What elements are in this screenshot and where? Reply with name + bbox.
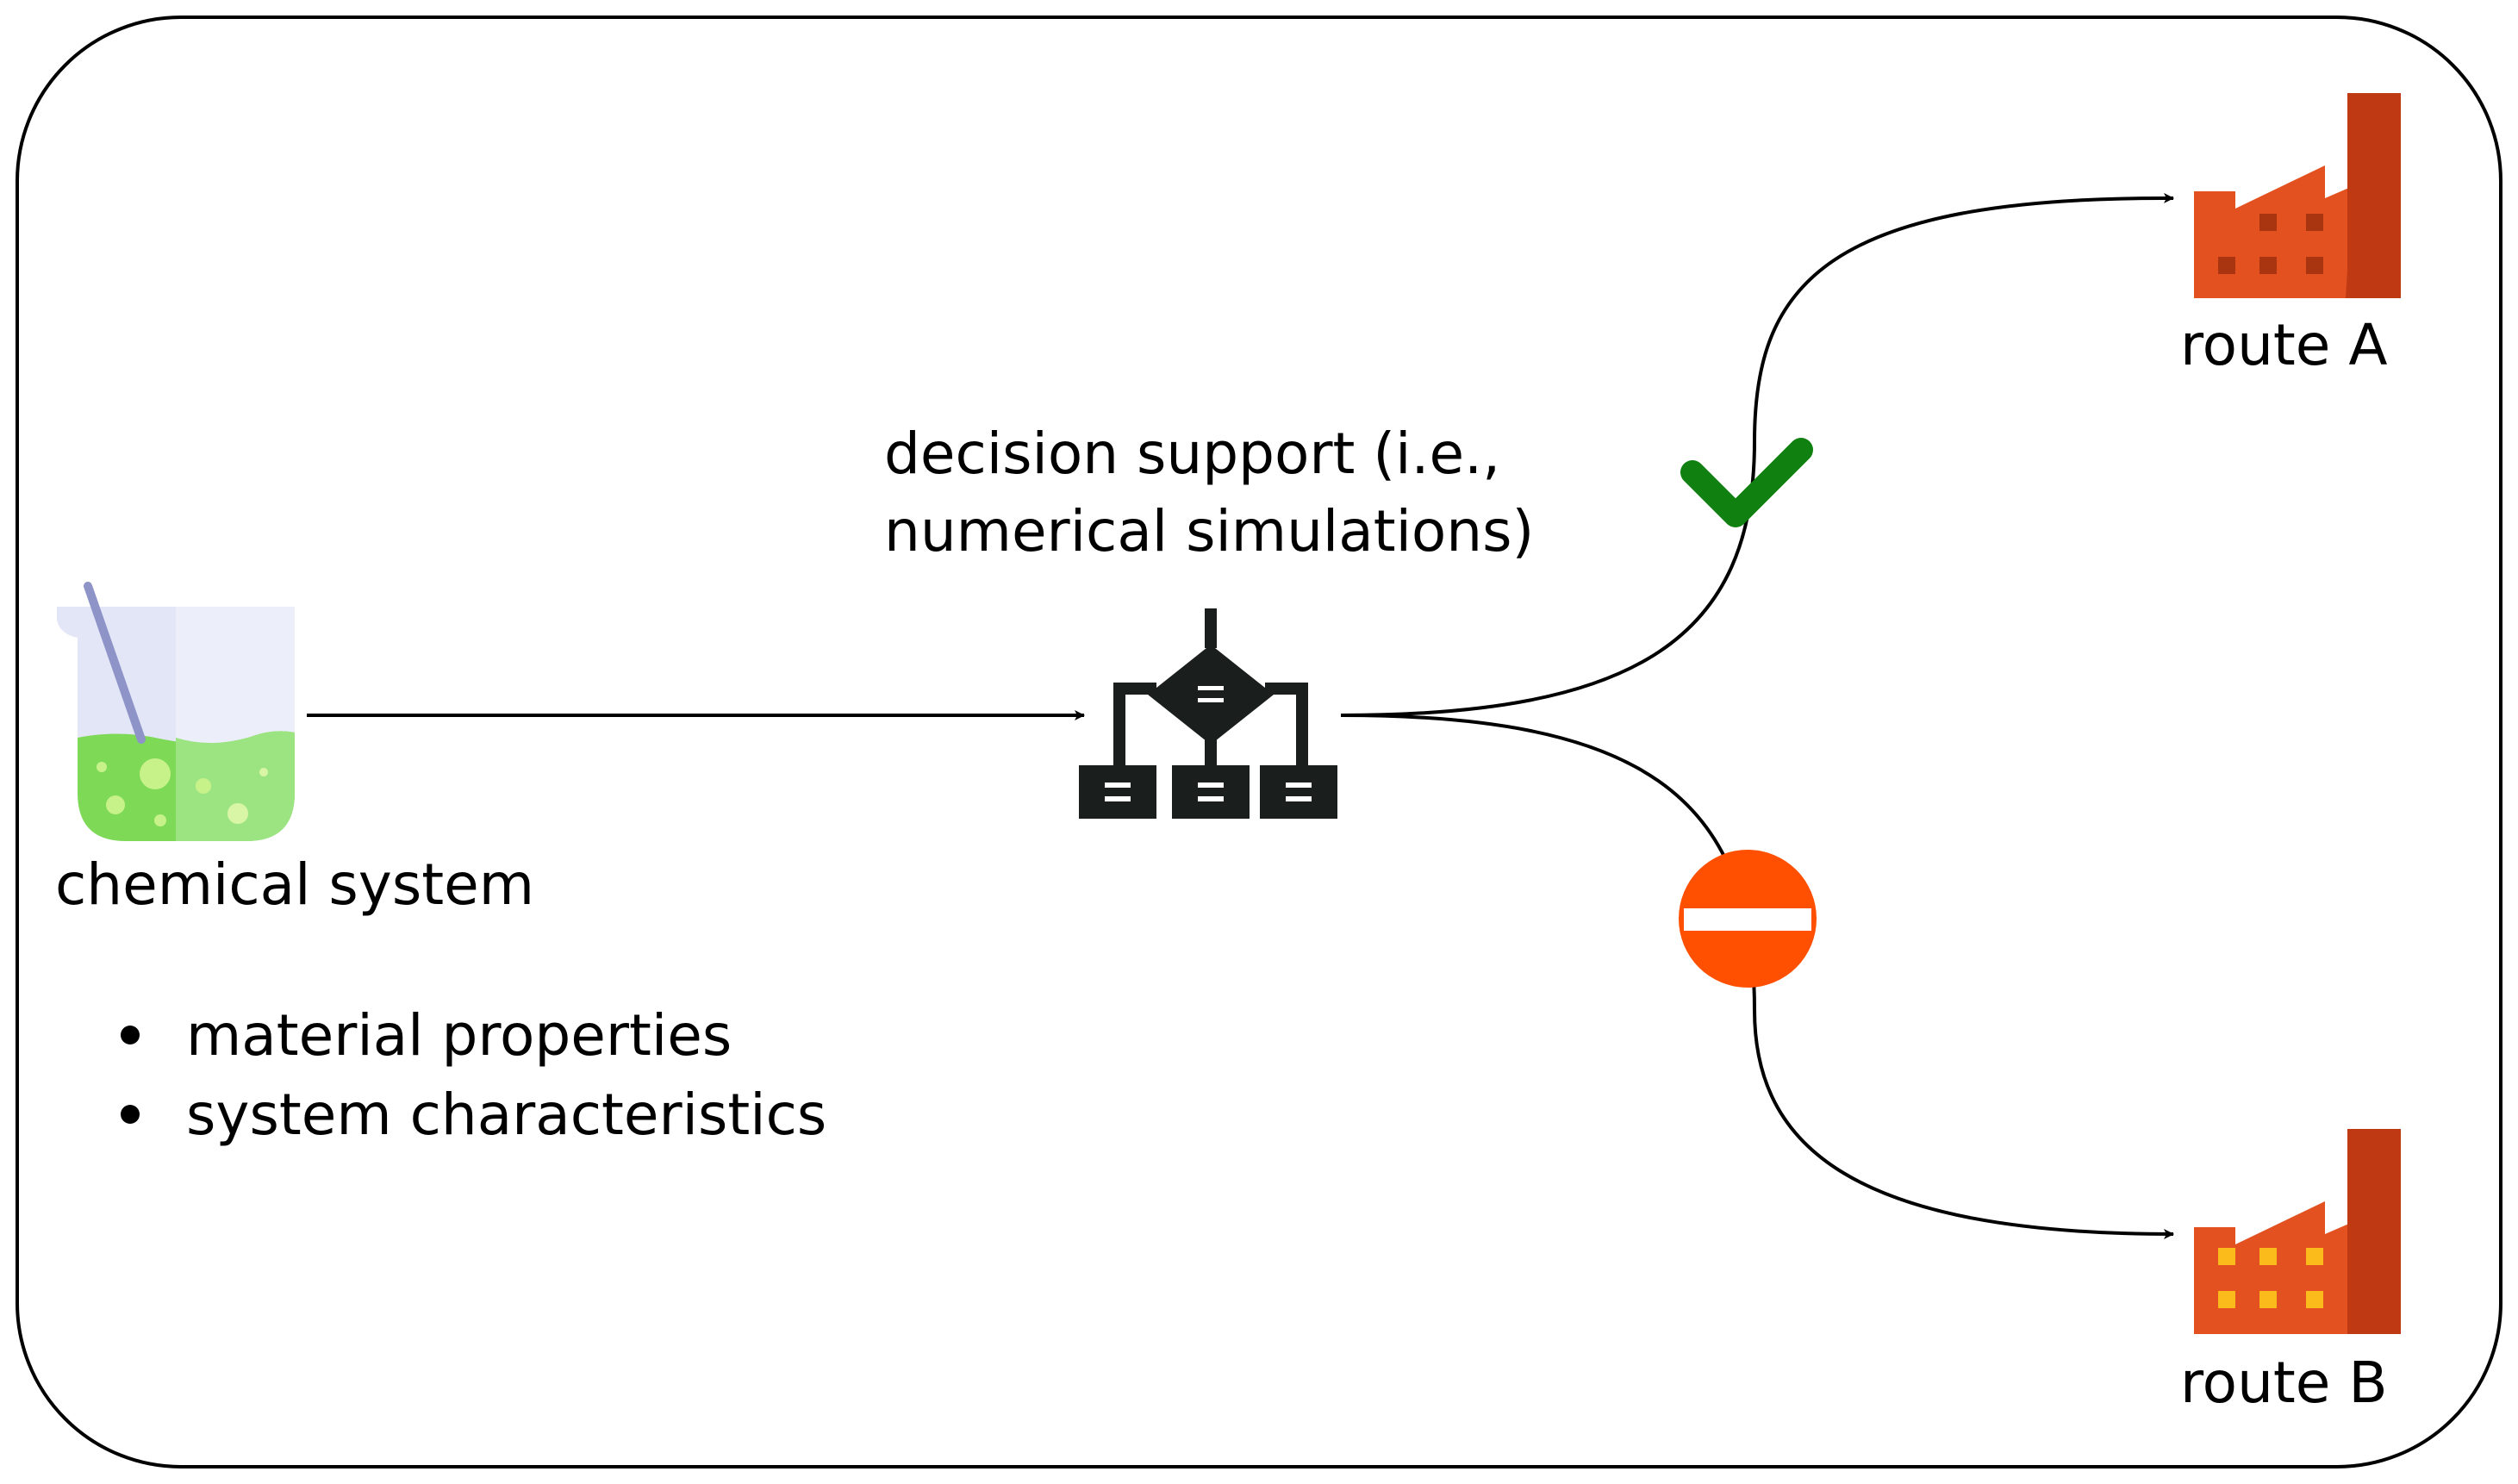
bullet-dot [121,1105,140,1124]
factory-icon [2194,1129,2401,1334]
branch-route-b [1340,714,2174,1239]
decision-support-line-2: numerical simulations) [884,498,1535,564]
factory-icon [2194,93,2401,298]
no-entry-icon [1679,850,1817,988]
route-b-label: route B [2180,1350,2388,1416]
bullet-text: material properties [186,1002,732,1069]
checkmark-icon [1680,438,1813,527]
decision-support-line-1: decision support (i.e., [884,421,1501,487]
decision-support-label: decision support (i.e., numerical simula… [884,415,1534,571]
branch-route-a [1340,192,2174,717]
chemical-system-bullets: material properties system characteristi… [121,996,827,1155]
bullet-item: material properties [121,996,826,1076]
decision-tree-icon [1079,608,1337,819]
chemical-system-label: chemical system [55,851,535,918]
beaker-icon [57,582,295,841]
bullet-item: system characteristics [121,1076,827,1155]
bullet-text: system characteristics [186,1082,827,1148]
route-a-label: route A [2180,312,2388,378]
outer-frame [16,16,2502,1468]
bullet-dot [121,1026,140,1044]
